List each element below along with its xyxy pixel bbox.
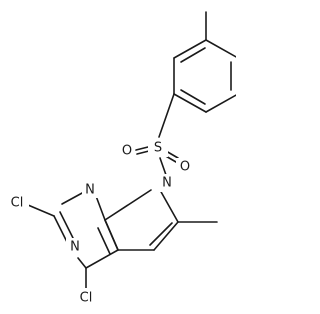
sulfur-label: S [154,141,162,156]
ring-bond [159,189,179,223]
structure-diagram: S O O N N N Cl Cl [5,11,236,306]
ring-double-bond [180,47,206,63]
s-o-double-bond [135,146,149,151]
n7-label: N [162,176,172,191]
tolyl-ring [173,11,236,113]
ring-bond [61,191,85,205]
ring-bond [85,249,119,269]
chlorine-top-label: Cl [11,196,24,211]
ring-double-bond [104,219,119,251]
s-o-double-bond [136,150,150,155]
n1-label: N [85,183,95,198]
ring-bond [205,94,236,113]
ring-double-bond [97,227,111,255]
atom-labels: S O O N N N Cl Cl [5,139,192,306]
ring-double-bond [59,211,74,239]
ring-double-bond [180,89,206,105]
chlorine-bottom-label: Cl [80,291,93,306]
s-n-bond [159,157,167,176]
ring-bond [173,39,207,59]
oxygen-left-label: O [122,144,132,159]
n3-label: N [70,240,80,255]
molecule-drawing: S O O N N N Cl Cl [5,11,236,306]
ring-bond [77,257,87,269]
pyrrole-ring [104,189,218,251]
ring-double-bond [149,222,173,246]
ring-bond [205,39,236,58]
ring-bond [173,93,207,113]
ring-double-bond [153,221,179,251]
sulfonyl-group [135,93,179,176]
oxygen-right-label: O [180,160,190,175]
ring-bond [95,195,106,221]
ring-to-sulfur-bond [158,93,175,138]
ring-bond [104,189,152,221]
c-cl-bond-top [27,204,55,217]
